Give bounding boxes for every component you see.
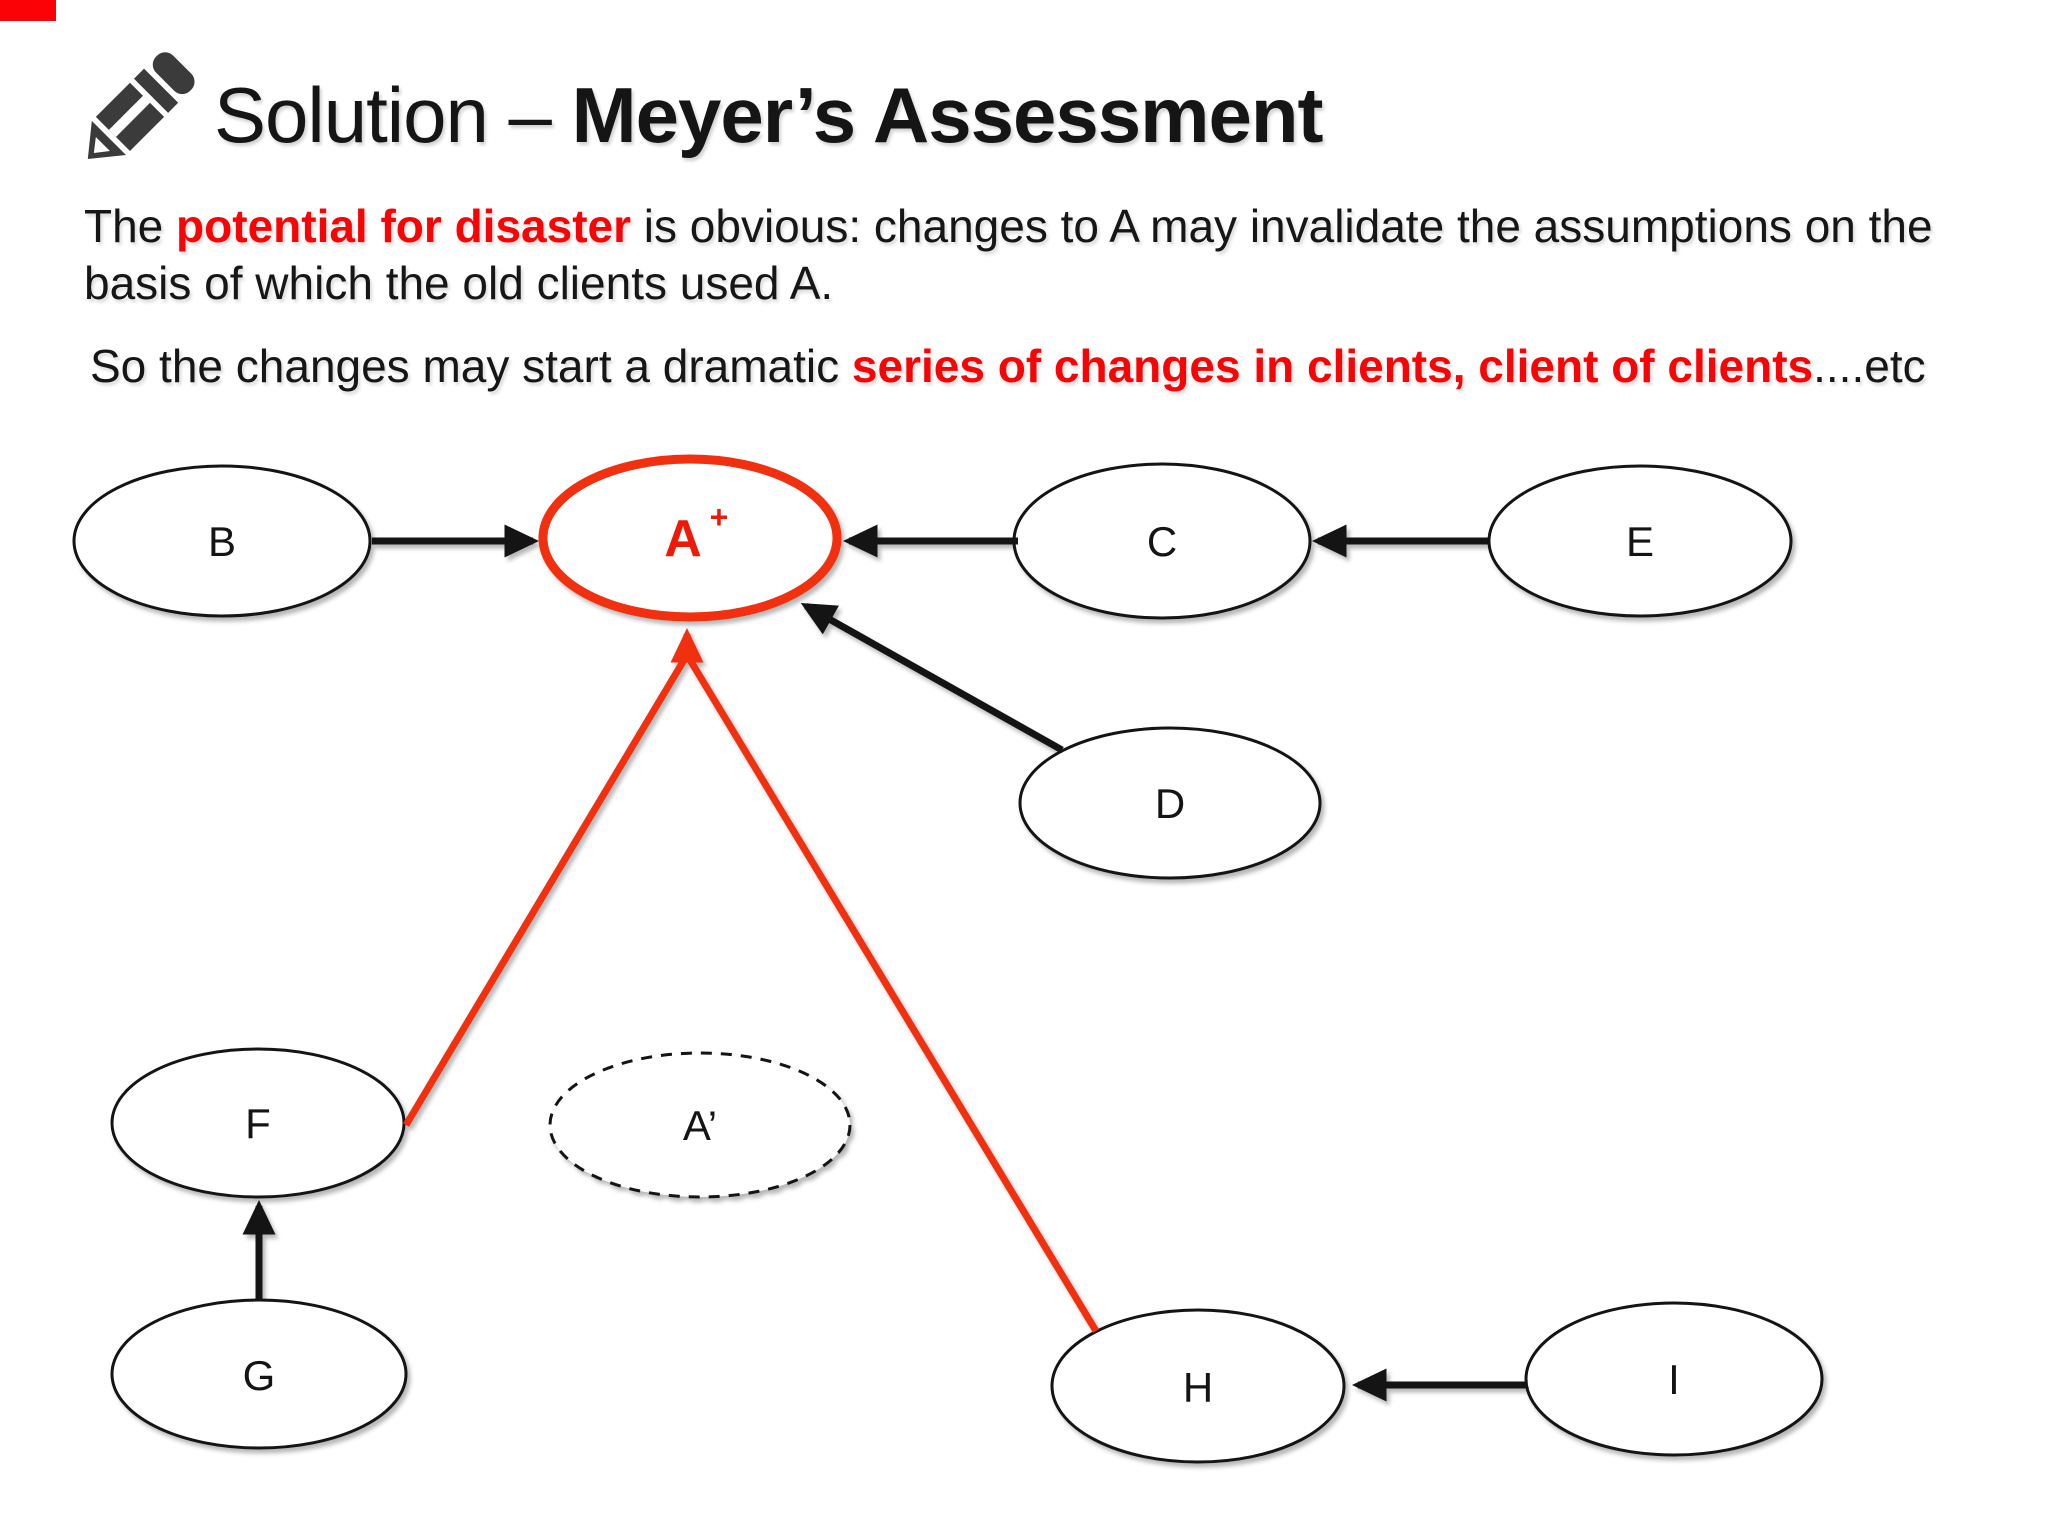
node-i-ellipse: [1524, 1301, 1824, 1457]
edge-f-to-a-plus: [402, 653, 691, 1127]
node-b-label: B: [208, 518, 236, 565]
node-h-label: H: [1183, 1364, 1213, 1411]
p1-seg1: The: [84, 200, 177, 252]
node-d-label: D: [1155, 780, 1185, 827]
node-e-label: E: [1626, 518, 1654, 565]
edge-d-to-a-plus: [800, 602, 1064, 754]
node-a-plus-superscript: +: [710, 499, 729, 535]
pencil-ferrule: [133, 68, 179, 113]
pencil-tip-notch: [93, 136, 110, 154]
p1-seg3-line2: basis of which the old clients used A.: [84, 257, 834, 309]
p2-seg3: ....etc: [1813, 340, 1926, 392]
p2-red-emphasis: series of changes in clients, client of …: [851, 340, 1814, 392]
pencil-icon: [87, 52, 195, 160]
p1-seg3-line1: is obvious: changes to A may invalidate …: [631, 200, 1933, 252]
node-h-ellipse: [1050, 1308, 1346, 1464]
node-a-prime-ellipse: [548, 1051, 852, 1199]
node-a-prime-label: A’: [683, 1102, 717, 1149]
p1-red-emphasis: potential for disaster: [176, 200, 632, 252]
node-f-label: F: [245, 1100, 271, 1147]
node-g-label: G: [243, 1352, 276, 1399]
node-a-plus-ellipse: [538, 454, 842, 622]
pencil-eraser: [152, 52, 195, 95]
node-d-ellipse: [1018, 726, 1322, 880]
corner-red-mark: [0, 0, 56, 21]
node-i-label: I: [1668, 1356, 1680, 1403]
title-bold: Meyer’s Assessment: [571, 71, 1324, 159]
title-regular: Solution –: [214, 71, 572, 159]
node-c-label: C: [1147, 518, 1177, 565]
page-title: Solution – Meyer’s Assessment: [214, 76, 1323, 154]
edge-h-to-a-plus: [684, 653, 1099, 1333]
p2-seg1: So the changes may start a dramatic: [90, 340, 852, 392]
paragraph-series-of-changes: So the changes may start a dramatic seri…: [90, 338, 2020, 395]
node-a-plus-label: A: [664, 510, 702, 568]
paragraph-potential-for-disaster: The potential for disaster is obvious: c…: [84, 198, 2014, 312]
pencil-body-slit: [108, 95, 151, 137]
node-b-ellipse: [72, 464, 372, 618]
